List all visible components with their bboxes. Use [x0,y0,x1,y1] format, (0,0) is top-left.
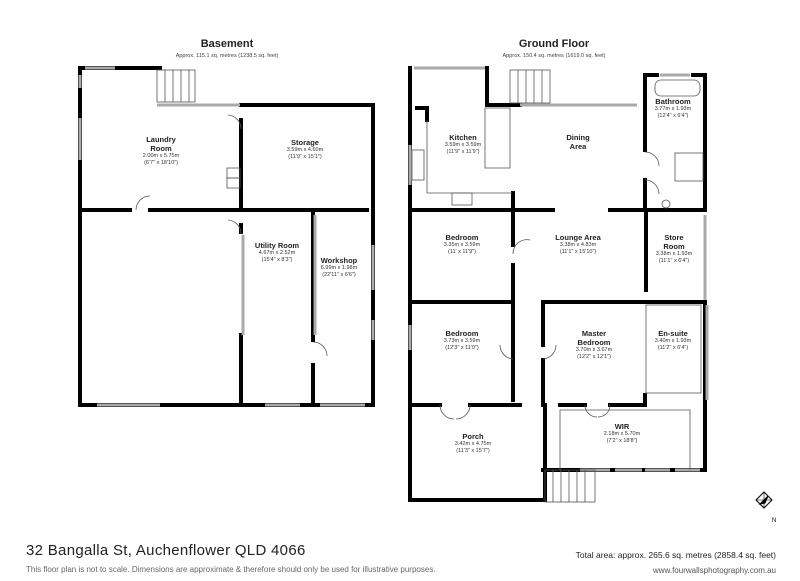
ground-floor-area: Approx. 150.4 sq. metres (1619.0 sq. fee… [502,53,606,59]
room-bedroom-2: Bedroom 3.73m x 3.59m (12'3" x 11'9") [443,329,481,351]
ground-walls [408,66,707,502]
compass-icon: N [755,491,776,524]
room-bathroom: Bathroom 3.77m x 1.93m (12'4" x 6'4") [654,97,692,119]
room-lounge: Lounge Area 3.38m x 4.83m (11'1" x 15'10… [555,233,601,255]
svg-text:N: N [772,518,776,524]
basement-title: Basement [200,38,254,50]
basement-walls [78,66,375,407]
basement-fixtures [135,69,328,357]
room-storage: Storage 3.59m x 4.60m (11'9" x 15'1") [286,138,324,160]
basement-area: Approx. 115.1 sq. metres (1238.5 sq. fee… [175,53,279,59]
basement-windows [78,66,375,407]
room-master-bedroom: Master Bedroom 3.70m x 3.67m (12'2" x 12… [575,329,613,360]
website: www.fourwallsphotography.com.au [652,566,776,575]
room-dining: Dining Area [566,133,590,151]
room-wir: WIR 2.18m x 5.70m (7'2" x 18'8") [603,422,641,444]
disclaimer: This floor plan is not to scale. Dimensi… [26,565,436,574]
room-laundry: Laundry Room 2.00m x 5.75m (6'7" x 18'10… [142,135,180,166]
room-porch: Porch 3.42m x 4.75m (11'3" x 15'7") [454,432,492,454]
room-bedroom-1: Bedroom 3.35m x 3.59m (11' x 11'9") [443,233,481,255]
room-store: Store Room 3.38m x 1.93m (11'1" x 6'4") [655,233,693,264]
total-area: Total area: approx. 265.6 sq. metres (28… [575,550,776,560]
room-kitchen: Kitchen 3.59m x 3.59m (11'9" x 11'9") [444,133,482,155]
ground-floor-title: Ground Floor [518,38,590,50]
room-en-suite: En-suite 3.40m x 1.93m (11'2" x 6'4") [654,329,692,351]
room-utility: Utility Room 4.67m x 2.52m (15'4" x 8'3"… [254,241,300,263]
property-address: 32 Bangalla St, Auchenflower QLD 4066 [26,542,306,559]
ground-fixtures [411,69,704,503]
room-workshop: Workshop 6.99m x 1.98m (22'11" x 6'6") [320,256,358,278]
